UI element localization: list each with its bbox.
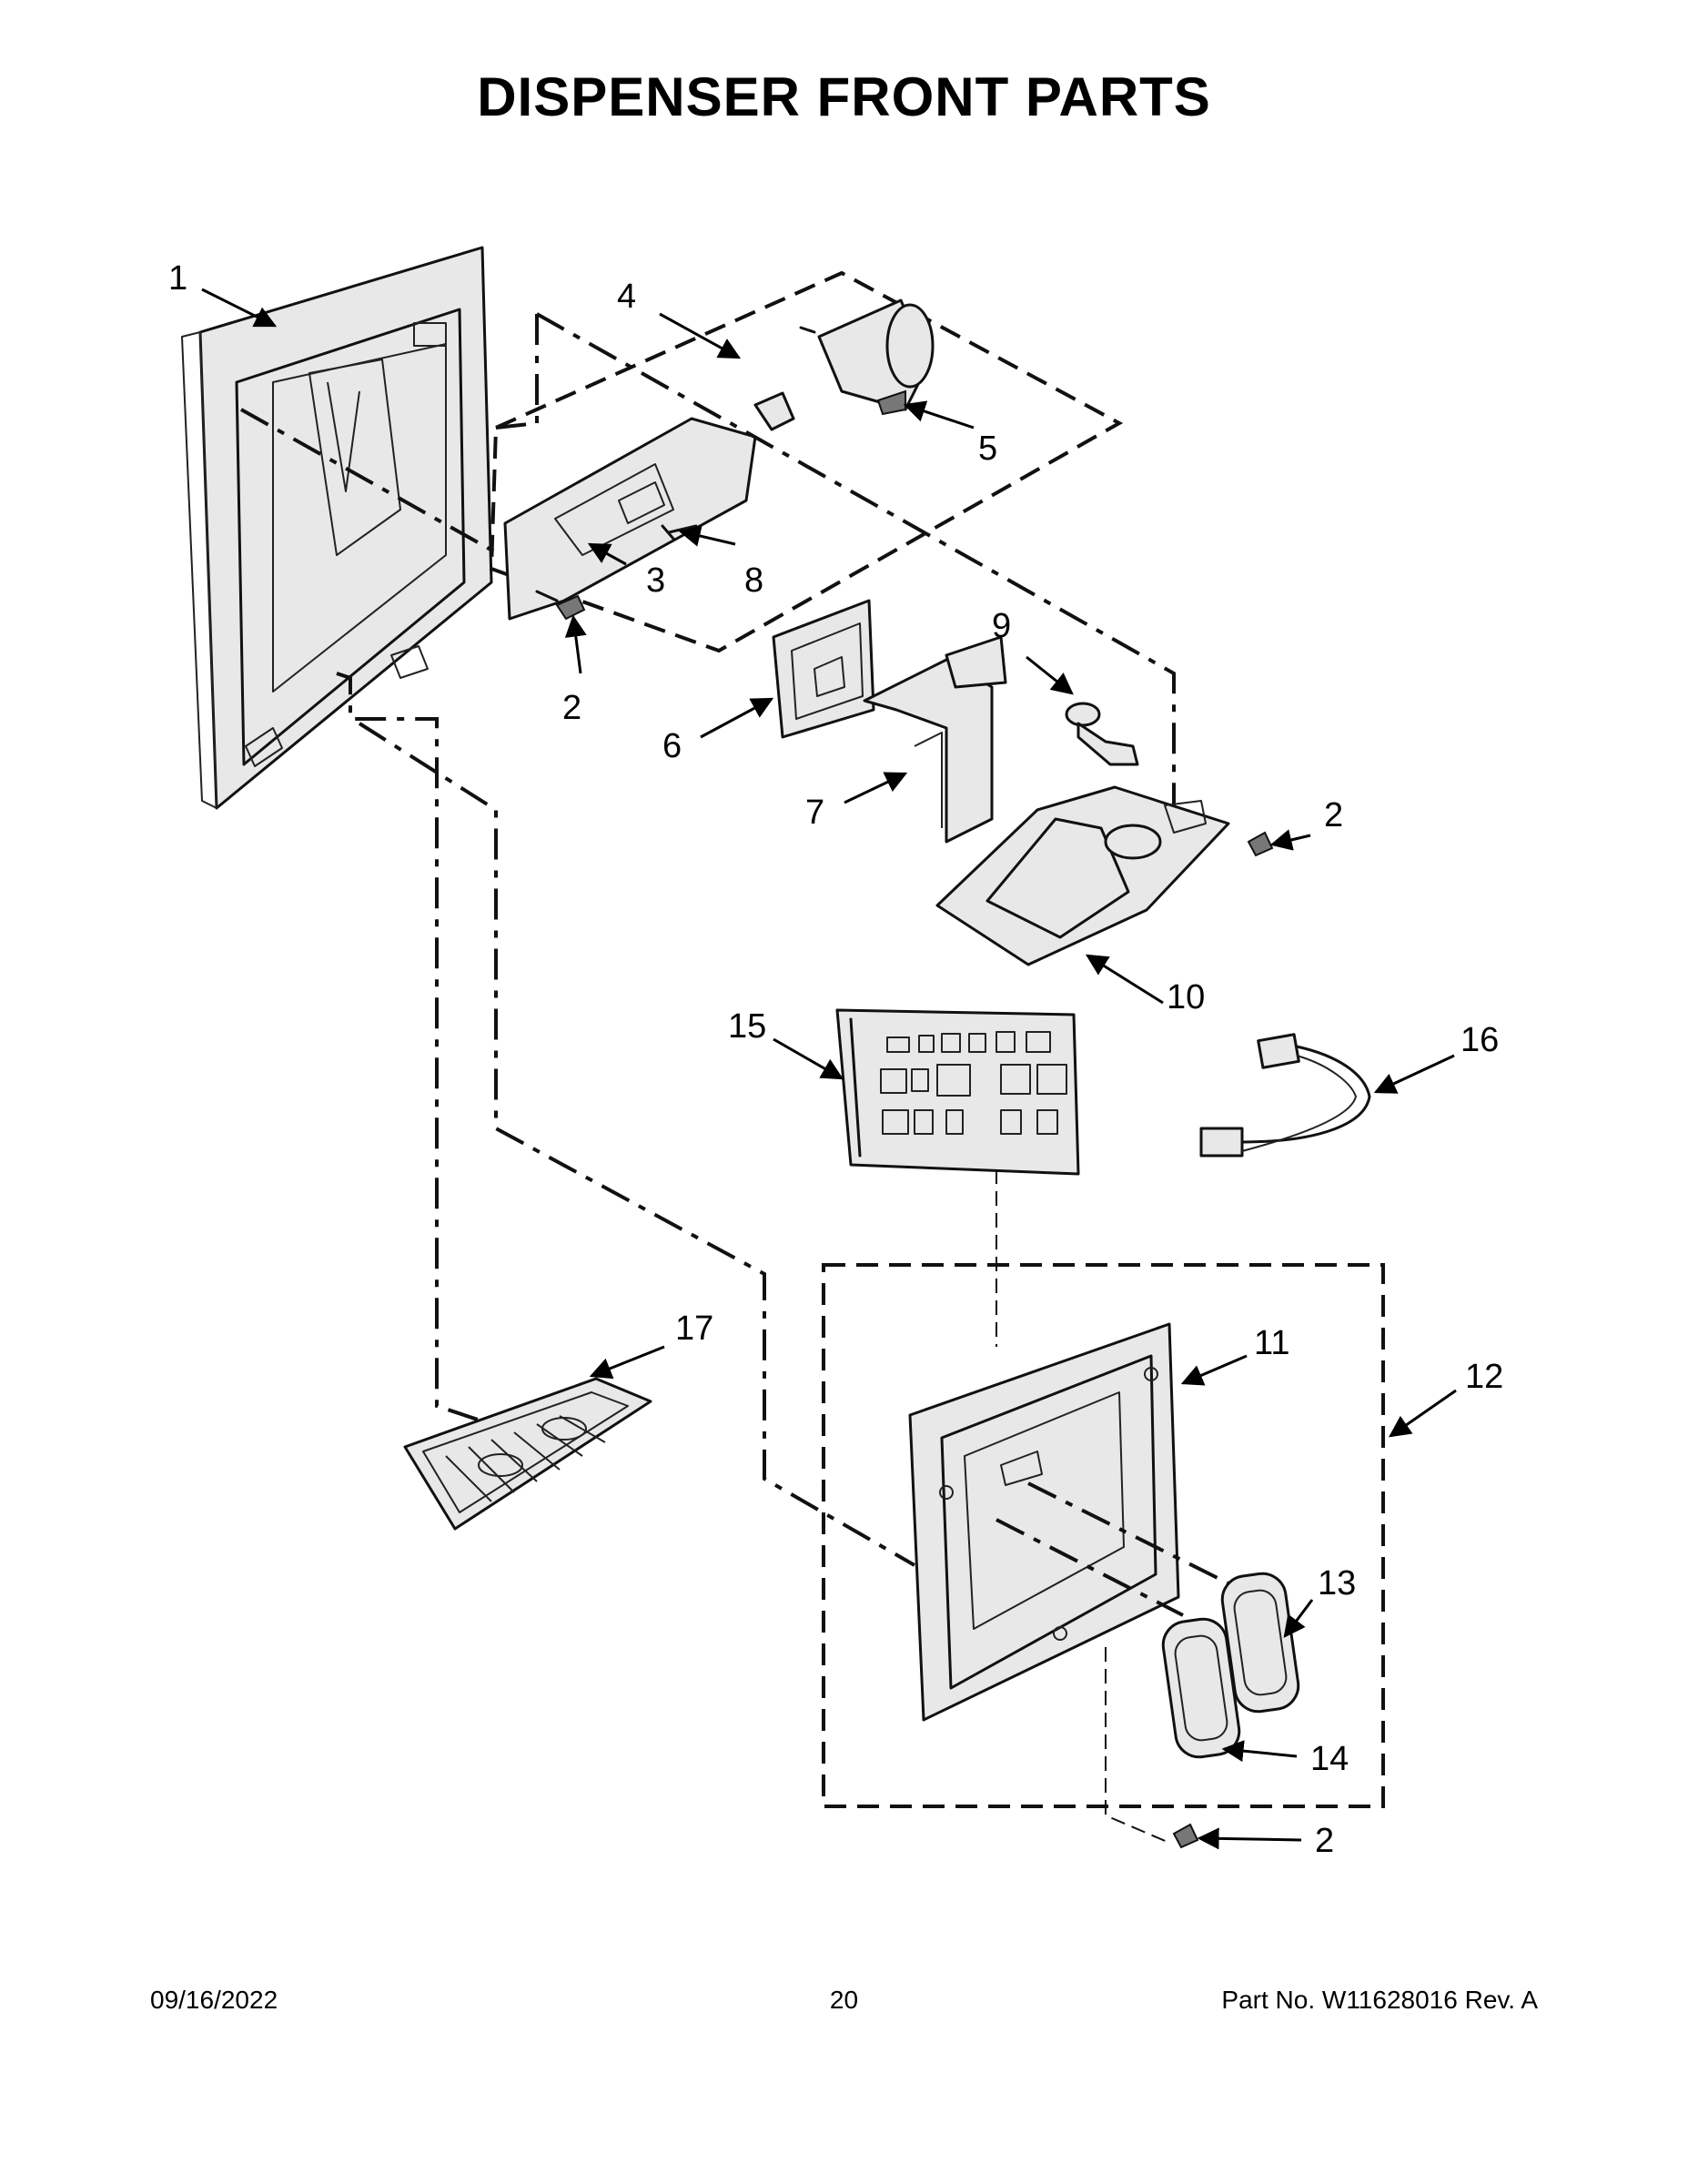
footer-part-number: Part No. W11628016 Rev. A <box>1221 1986 1538 2014</box>
footer-date: 09/16/2022 <box>150 1986 278 2014</box>
leader-13 <box>1027 1481 1229 1585</box>
callout-labels: 1 4 5 3 8 2 6 7 9 2 10 15 16 17 11 12 13… <box>168 259 1503 1860</box>
callout-2b: 2 <box>1324 796 1343 834</box>
part-11-dispenser-frame <box>908 1322 1180 1722</box>
callout-15: 15 <box>728 1007 766 1046</box>
callout-2c: 2 <box>1315 1822 1334 1860</box>
part-16-wire-harness <box>1199 1033 1371 1158</box>
callout-13: 13 <box>1318 1564 1356 1603</box>
part-cam <box>753 391 795 431</box>
part-13-paddle <box>1220 1572 1300 1714</box>
callout-14: 14 <box>1310 1740 1349 1778</box>
page-title: DISPENSER FRONT PARTS <box>477 66 1211 127</box>
callout-1: 1 <box>168 259 187 298</box>
footer-page-number: 20 <box>829 1986 859 2014</box>
part-5-motor <box>799 298 935 416</box>
part-17-drip-tray <box>403 1377 652 1531</box>
part-10-ice-chute <box>935 785 1230 966</box>
part-15-control-board <box>835 1008 1080 1176</box>
callout-12: 12 <box>1465 1358 1503 1396</box>
callout-4: 4 <box>617 278 636 316</box>
part-2-screw-c <box>1172 1823 1199 1849</box>
part-12-assembly-box <box>822 1263 1385 1808</box>
callout-arrows <box>201 288 1457 1850</box>
callout-10: 10 <box>1167 978 1205 1016</box>
callout-8: 8 <box>744 561 763 600</box>
callout-2a: 2 <box>562 689 581 727</box>
part-7-bracket <box>863 635 1007 844</box>
callout-5: 5 <box>978 430 997 468</box>
callout-11: 11 <box>1254 1324 1289 1362</box>
callout-7: 7 <box>805 794 824 832</box>
part-1-dispenser-housing <box>181 246 493 810</box>
callout-6: 6 <box>662 727 682 765</box>
part-14-paddle <box>1161 1617 1241 1759</box>
callout-9: 9 <box>992 607 1011 645</box>
part-3-switch-bracket <box>503 417 757 621</box>
part-4-assembly-group <box>489 270 1124 653</box>
part-2-screw-a <box>535 590 586 621</box>
callout-17: 17 <box>675 1309 713 1348</box>
callout-3: 3 <box>646 561 665 600</box>
part-6-cover <box>772 599 875 739</box>
leader-14 <box>996 1518 1184 1617</box>
callout-16: 16 <box>1461 1021 1499 1059</box>
leader-lines <box>240 312 1176 1844</box>
part-9-nozzle <box>1065 702 1139 766</box>
part-2-screw-b <box>1247 831 1274 857</box>
